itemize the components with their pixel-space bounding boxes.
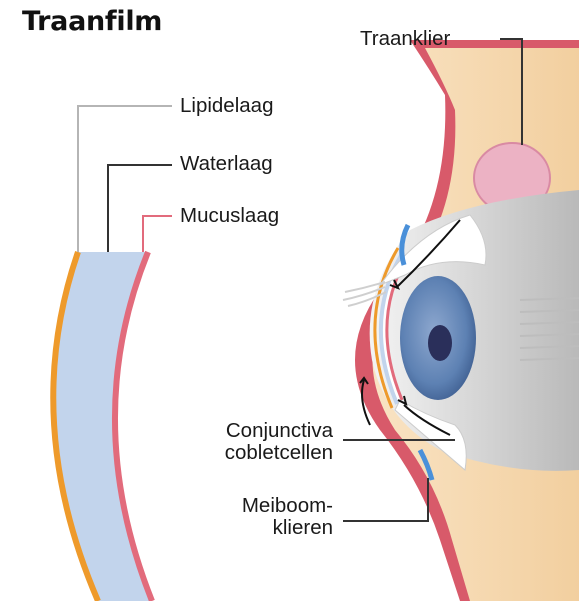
label-traanklier: Traanklier <box>360 28 450 50</box>
label-meiboom-line1: Meiboom- <box>170 495 333 517</box>
meiboom-leader-line <box>343 478 428 521</box>
label-conjunctiva: Conjunctiva cobletcellen <box>170 420 333 464</box>
label-conjunctiva-line2: cobletcellen <box>170 442 333 464</box>
lipid-leader-line <box>78 106 172 252</box>
mucus-leader-line <box>143 216 172 252</box>
label-mucuslaag: Mucuslaag <box>180 205 279 227</box>
diagram-title: Traanfilm <box>22 6 162 37</box>
tear-film-section <box>53 106 172 601</box>
label-waterlaag: Waterlaag <box>180 153 273 175</box>
water-layer-band <box>53 252 152 601</box>
water-leader-line <box>108 165 172 252</box>
pupil <box>428 325 452 361</box>
label-meiboom: Meiboom- klieren <box>170 495 333 539</box>
eye-anatomy <box>343 39 579 601</box>
label-conjunctiva-line1: Conjunctiva <box>170 420 333 442</box>
label-meiboom-line2: klieren <box>170 517 333 539</box>
label-lipidelaag: Lipidelaag <box>180 95 273 117</box>
